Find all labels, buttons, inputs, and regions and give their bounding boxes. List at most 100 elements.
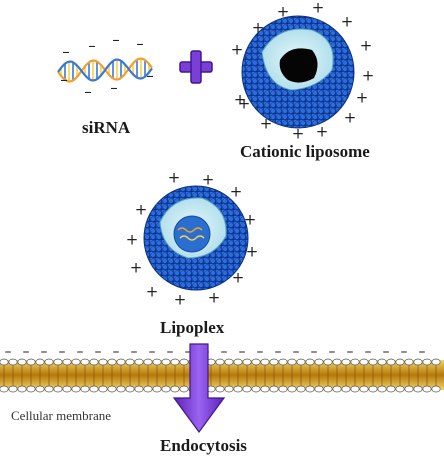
membrane-negative-charge: – — [131, 344, 138, 360]
membrane-lipid-head — [314, 358, 324, 366]
membrane-lipid-head — [134, 358, 144, 366]
membrane-lipid-head — [251, 358, 261, 366]
membrane-lipid-head — [53, 385, 63, 393]
membrane-negative-charge: – — [347, 344, 354, 360]
membrane-lipid-head — [233, 385, 243, 393]
membrane-lipid-head — [260, 358, 270, 366]
membrane-lipid-head — [215, 358, 225, 366]
plus-operator-icon — [179, 50, 213, 84]
membrane-lipid-head — [161, 358, 171, 366]
membrane-lipid-head — [332, 358, 342, 366]
membrane-lipid-head — [278, 385, 288, 393]
membrane-negative-charge: – — [41, 344, 48, 360]
membrane-negative-charge: – — [293, 344, 300, 360]
membrane-negative-charge: – — [383, 344, 390, 360]
membrane-lipid-head — [269, 358, 279, 366]
membrane-lipid-head — [377, 385, 387, 393]
positive-charge: + — [312, 0, 325, 17]
membrane-lipid-head — [35, 385, 45, 393]
membrane-negative-charge: – — [419, 344, 426, 360]
positive-charge: + — [234, 91, 247, 109]
membrane-lipid-head — [17, 385, 27, 393]
membrane-lipid-head — [143, 358, 153, 366]
sirna-helix — [57, 57, 153, 83]
positive-charge: + — [260, 115, 273, 133]
positive-charge: + — [174, 291, 187, 309]
membrane-negative-charge: – — [329, 344, 336, 360]
membrane-lipid-head — [413, 385, 423, 393]
positive-charge: + — [230, 183, 243, 201]
membrane-lipid-head — [359, 385, 369, 393]
membrane-lipid-head — [44, 385, 54, 393]
positive-charge: + — [231, 41, 244, 59]
membrane-lipid-head — [287, 385, 297, 393]
membrane-negative-charge: – — [5, 344, 12, 360]
positive-charge: + — [292, 125, 305, 143]
membrane-lipid-head — [224, 385, 234, 393]
membrane-lipid-head — [350, 385, 360, 393]
membrane-lipid-head — [332, 385, 342, 393]
membrane-negative-charge: – — [257, 344, 264, 360]
negative-charge: – — [88, 37, 96, 55]
positive-charge: + — [126, 231, 139, 249]
endocytosis-arrow-icon — [172, 343, 226, 434]
membrane-lipid-head — [287, 358, 297, 366]
membrane-lipid-head — [98, 358, 108, 366]
positive-charge: + — [356, 89, 369, 107]
membrane-lipid-head — [395, 385, 405, 393]
membrane-negative-charge: – — [167, 344, 174, 360]
cellular-membrane — [0, 358, 444, 393]
positive-charge: + — [362, 67, 375, 85]
membrane-lipid-head — [251, 385, 261, 393]
negative-charge: – — [110, 79, 118, 97]
membrane-lipid-head — [62, 385, 72, 393]
membrane-lipid-head — [368, 358, 378, 366]
positive-charge: + — [344, 109, 357, 127]
membrane-lipid-head — [296, 385, 306, 393]
membrane-lipid-head — [422, 385, 432, 393]
positive-charge: + — [232, 269, 245, 287]
membrane-negative-charge: – — [275, 344, 282, 360]
membrane-lipid-head — [368, 385, 378, 393]
membrane-lipid-head — [260, 385, 270, 393]
negative-charge: – — [112, 31, 120, 49]
positive-charge: + — [208, 289, 221, 307]
membrane-lipid-head — [71, 358, 81, 366]
membrane-lipid-head — [341, 358, 351, 366]
membrane-lipid-head — [125, 358, 135, 366]
membrane-lipid-head — [224, 358, 234, 366]
positive-charge: + — [135, 201, 148, 219]
membrane-lipid-head — [305, 358, 315, 366]
membrane-lipid-head — [359, 358, 369, 366]
membrane-lipid-head — [386, 358, 396, 366]
membrane-lipid-head — [179, 385, 189, 393]
membrane-lipid-head — [62, 358, 72, 366]
membrane-lipid-head — [404, 385, 414, 393]
membrane-lipid-head — [8, 358, 18, 366]
membrane-lipid-head — [422, 358, 432, 366]
membrane-lipid-head — [17, 358, 27, 366]
positive-charge: + — [277, 3, 290, 21]
membrane-lipid-head — [152, 385, 162, 393]
membrane-negative-charge: – — [365, 344, 372, 360]
positive-charge: + — [238, 95, 251, 113]
membrane-lipid-head — [80, 358, 90, 366]
membrane-lipid-head — [233, 358, 243, 366]
membrane-lipid-head — [116, 385, 126, 393]
membrane-lipid-head — [26, 385, 36, 393]
membrane-negative-charge: – — [59, 344, 66, 360]
membrane-lipid-head — [8, 385, 18, 393]
membrane-negative-charge: – — [221, 344, 228, 360]
membrane-negative-charge: – — [113, 344, 120, 360]
membrane-lipid-head — [269, 385, 279, 393]
cationic-liposome — [241, 15, 355, 129]
membrane-lipid-head — [395, 358, 405, 366]
membrane-lipid-head — [116, 358, 126, 366]
positive-charge: + — [202, 171, 215, 189]
membrane-negative-charge: – — [401, 344, 408, 360]
lipoplex-label: Lipoplex — [160, 318, 225, 337]
membrane-lipid-head — [35, 358, 45, 366]
membrane-lipid-head — [107, 385, 117, 393]
membrane-lipid-head — [89, 385, 99, 393]
